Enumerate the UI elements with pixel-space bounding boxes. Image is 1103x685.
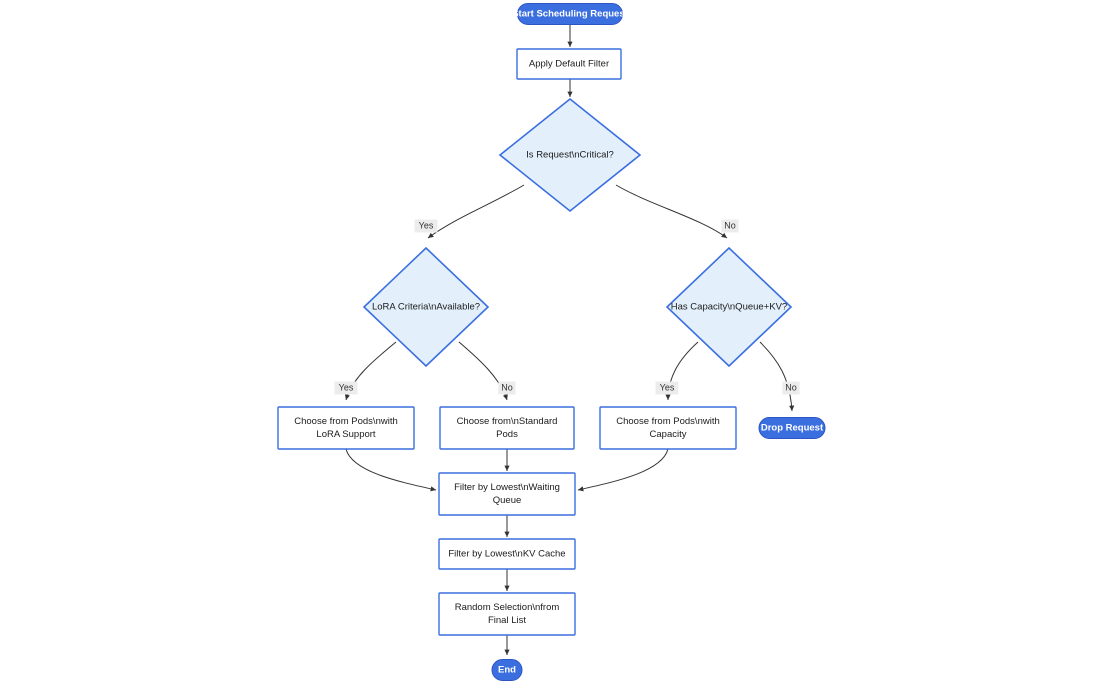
node-label-random_selection: Final List <box>488 615 526 626</box>
edge-label-bg <box>655 381 679 395</box>
process-shape <box>516 48 622 80</box>
node-label-lora_criteria_available: LoRA Criteria\nAvailable? <box>372 302 480 313</box>
node-has_capacity_queue_kv[interactable]: Has Capacity\nQueue+KV? <box>665 246 793 368</box>
terminal-shape <box>517 3 623 25</box>
process-shape <box>438 538 576 570</box>
edge-label-has_capacity_queue_kv-no: No <box>782 381 800 395</box>
edge-label-lora_criteria_available-no: No <box>498 381 516 395</box>
edges-layer <box>344 25 795 655</box>
edge-has_capacity_queue_kv-to-drop_request <box>759 341 795 412</box>
process-shape <box>599 406 737 450</box>
node-label-filter_kv_cache: Filter by Lowest\nKV Cache <box>448 549 565 560</box>
edge-label-has_capacity_queue_kv-yes: Yes <box>655 381 679 395</box>
decision-shape <box>362 246 490 368</box>
edge-label-bg <box>721 219 739 233</box>
node-label-end: End <box>498 665 516 676</box>
decision-shape <box>498 97 642 213</box>
edge-label-text: No <box>501 382 513 392</box>
edge-label-text: No <box>724 220 736 230</box>
node-filter_kv_cache[interactable]: Filter by Lowest\nKV Cache <box>438 538 576 570</box>
edge-label-bg <box>782 381 800 395</box>
process-shape <box>277 406 415 450</box>
process-shape <box>439 406 575 450</box>
node-label-apply_default_filter: Apply Default Filter <box>529 59 609 70</box>
process-shape <box>438 472 576 516</box>
edge-label-bg <box>498 381 516 395</box>
edge-label-text: Yes <box>660 382 675 392</box>
node-label-choose_pods_capacity: Choose from Pods\nwith <box>616 416 720 427</box>
edge-label-text: Yes <box>339 382 354 392</box>
node-label-filter_waiting_queue: Queue <box>493 495 522 506</box>
edge-is_request_critical-to-has_capacity_queue_kv <box>615 184 728 239</box>
edge-label-bg <box>414 219 438 233</box>
edge-is_request_critical-to-lora_criteria_available <box>427 184 525 239</box>
node-label-is_request_critical: Is Request\nCritical? <box>526 150 614 161</box>
edge-label-text: Yes <box>419 220 434 230</box>
node-start[interactable]: Start Scheduling Request <box>512 3 629 25</box>
node-label-start: Start Scheduling Request <box>512 9 628 20</box>
edge-label-text: No <box>785 382 797 392</box>
node-end[interactable]: End <box>491 659 523 681</box>
node-is_request_critical[interactable]: Is Request\nCritical? <box>498 97 642 213</box>
edge-choose_pods_lora-to-filter_waiting_queue <box>345 448 437 492</box>
edge-choose_pods_capacity-to-filter_waiting_queue <box>577 448 669 492</box>
edge-label-bg <box>334 381 358 395</box>
node-label-choose_standard_pods: Pods <box>496 429 518 440</box>
node-label-choose_pods_lora: LoRA Support <box>316 429 376 440</box>
node-label-choose_pods_lora: Choose from Pods\nwith <box>294 416 398 427</box>
terminal-shape <box>758 417 826 439</box>
node-label-choose_standard_pods: Choose from\nStandard <box>457 416 558 427</box>
node-lora_criteria_available[interactable]: LoRA Criteria\nAvailable? <box>362 246 490 368</box>
node-label-drop_request: Drop Request <box>761 423 824 434</box>
process-shape <box>438 592 576 636</box>
edge-label-is_request_critical-no: No <box>721 219 739 233</box>
terminal-shape <box>491 659 523 681</box>
decision-shape <box>665 246 793 368</box>
node-drop_request[interactable]: Drop Request <box>758 417 826 439</box>
node-label-has_capacity_queue_kv: Has Capacity\nQueue+KV? <box>671 302 787 313</box>
node-label-choose_pods_capacity: Capacity <box>650 429 687 440</box>
edge-label-is_request_critical-yes: Yes <box>414 219 438 233</box>
edge-label-lora_criteria_available-yes: Yes <box>334 381 358 395</box>
node-apply_default_filter[interactable]: Apply Default Filter <box>516 48 622 80</box>
node-label-filter_waiting_queue: Filter by Lowest\nWaiting <box>454 482 560 493</box>
node-label-random_selection: Random Selection\nfrom <box>455 602 560 613</box>
